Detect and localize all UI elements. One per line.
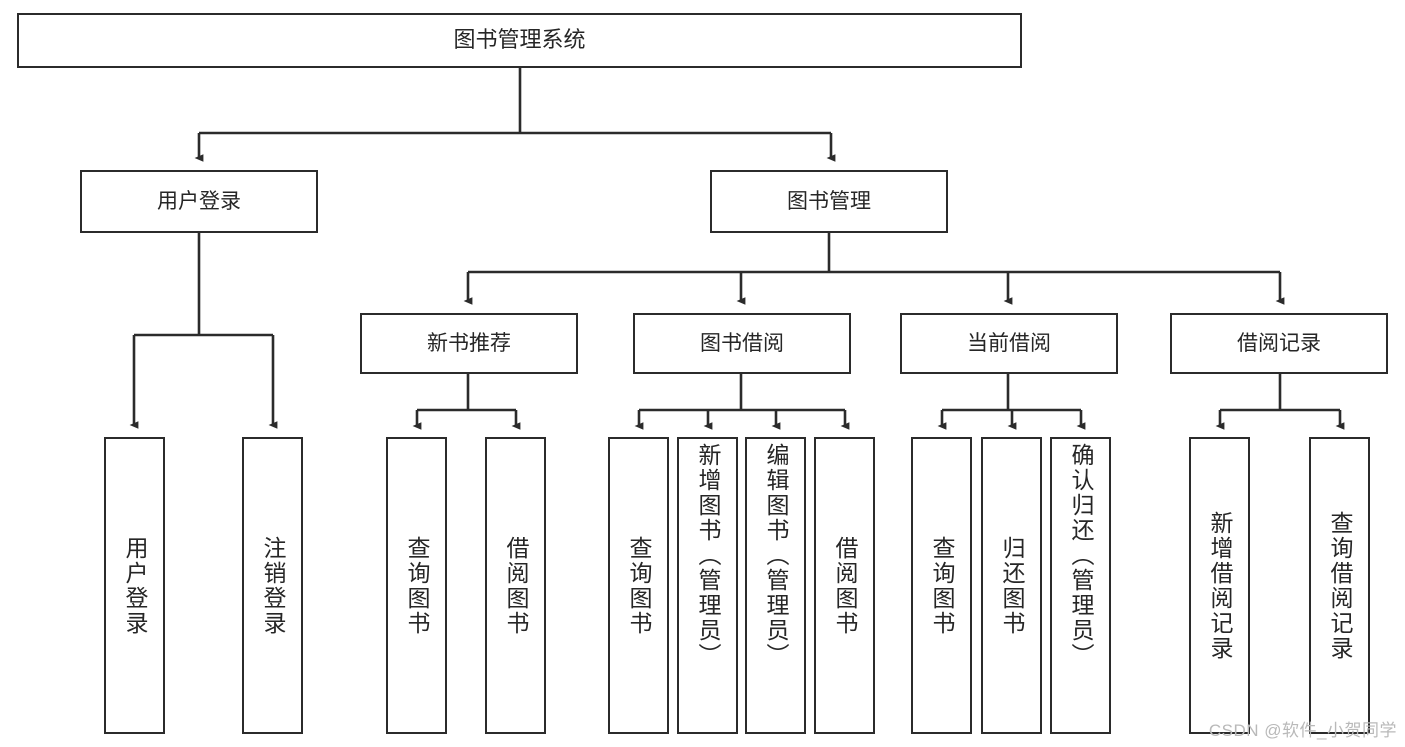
node-leaf-user-login-label: 用户登录 [122, 535, 148, 636]
node-book-borrow[interactable]: 图书借阅 [633, 313, 851, 374]
node-borrow-record-label: 借阅记录 [1237, 331, 1321, 355]
node-leaf-borrow-book-2-label: 借阅图书 [832, 535, 858, 636]
node-leaf-user-login[interactable]: 用户登录 [104, 437, 165, 734]
node-leaf-user-logout[interactable]: 注销登录 [242, 437, 303, 734]
node-leaf-add-record-label: 新增借阅记录 [1207, 510, 1233, 661]
node-new-book-recommend-label: 新书推荐 [427, 331, 511, 355]
node-root[interactable]: 图书管理系统 [17, 13, 1022, 68]
node-leaf-user-logout-label: 注销登录 [260, 535, 286, 636]
node-current-borrow[interactable]: 当前借阅 [900, 313, 1118, 374]
node-leaf-query-record-label: 查询借阅记录 [1327, 510, 1353, 661]
node-leaf-return-book-label: 归还图书 [999, 535, 1025, 636]
node-leaf-edit-book-label: 编辑图书（管理员） [763, 443, 789, 668]
node-leaf-query-book-2[interactable]: 查询图书 [608, 437, 669, 734]
node-root-label: 图书管理系统 [453, 27, 586, 53]
node-leaf-query-book-1-label: 查询图书 [404, 535, 430, 636]
node-current-borrow-label: 当前借阅 [967, 331, 1051, 355]
node-leaf-query-book-2-label: 查询图书 [626, 535, 652, 636]
node-leaf-query-book-1[interactable]: 查询图书 [386, 437, 447, 734]
node-leaf-borrow-book-1-label: 借阅图书 [503, 535, 529, 636]
node-leaf-return-book[interactable]: 归还图书 [981, 437, 1042, 734]
node-user-login-label: 用户登录 [157, 189, 241, 213]
node-leaf-add-record[interactable]: 新增借阅记录 [1189, 437, 1250, 734]
node-leaf-confirm-return[interactable]: 确认归还（管理员） [1050, 437, 1111, 734]
node-leaf-query-book-3-label: 查询图书 [929, 535, 955, 636]
node-book-borrow-label: 图书借阅 [700, 331, 784, 355]
node-user-login[interactable]: 用户登录 [80, 170, 318, 233]
node-leaf-add-book-label: 新增图书（管理员） [695, 443, 721, 668]
node-book-manage-label: 图书管理 [787, 189, 871, 213]
node-book-manage[interactable]: 图书管理 [710, 170, 948, 233]
node-leaf-borrow-book-2[interactable]: 借阅图书 [814, 437, 875, 734]
node-leaf-edit-book[interactable]: 编辑图书（管理员） [745, 437, 806, 734]
node-leaf-query-book-3[interactable]: 查询图书 [911, 437, 972, 734]
node-leaf-add-book[interactable]: 新增图书（管理员） [677, 437, 738, 734]
node-borrow-record[interactable]: 借阅记录 [1170, 313, 1388, 374]
node-leaf-query-record[interactable]: 查询借阅记录 [1309, 437, 1370, 734]
node-leaf-confirm-return-label: 确认归还（管理员） [1068, 443, 1094, 668]
node-leaf-borrow-book-1[interactable]: 借阅图书 [485, 437, 546, 734]
node-new-book-recommend[interactable]: 新书推荐 [360, 313, 578, 374]
